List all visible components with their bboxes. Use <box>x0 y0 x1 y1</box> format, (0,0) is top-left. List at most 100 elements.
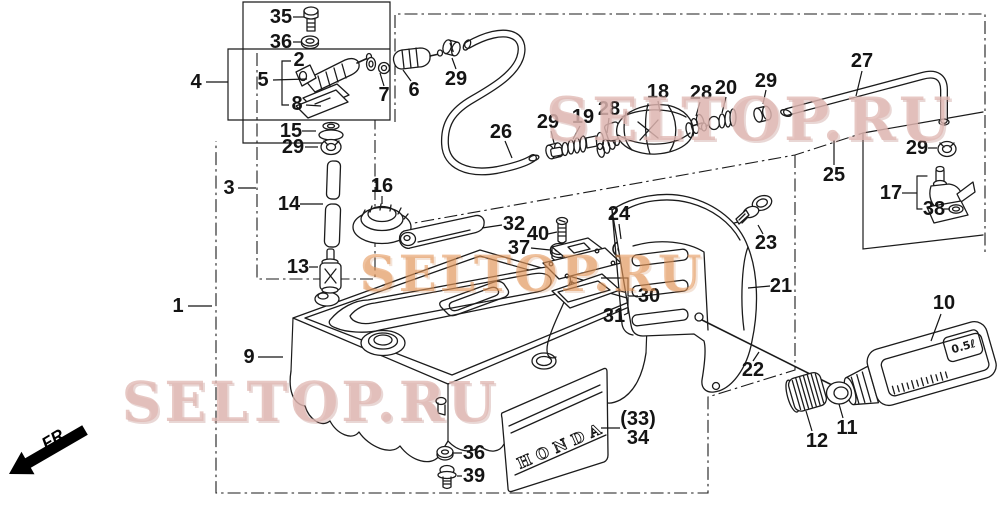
screw-40 <box>555 216 569 244</box>
part-label-37: 37 <box>508 237 530 259</box>
part-label-29: 29 <box>537 111 559 133</box>
bolt-35 <box>303 6 319 16</box>
leader-line-27 <box>855 70 863 97</box>
joint-body-5 <box>304 57 360 93</box>
leader-line-30 <box>601 277 638 297</box>
part-label-9: 9 <box>243 346 254 368</box>
part-label-34: 34 <box>627 427 650 449</box>
leader-line-28 <box>695 101 701 117</box>
part-label-38: 38 <box>923 198 945 220</box>
leader-line-37 <box>530 247 551 251</box>
fuel-joint-assembly <box>295 6 391 119</box>
leader-line-21 <box>747 285 771 289</box>
leader-line-40 <box>547 231 558 235</box>
screw-23 <box>735 194 773 225</box>
part-label-11: 11 <box>836 417 857 439</box>
filler-cap-16 <box>352 203 412 245</box>
leader-line-31 <box>623 297 629 316</box>
part-label-23: 23 <box>755 232 777 254</box>
part-label-12: 12 <box>806 430 828 452</box>
part-label-19: 19 <box>572 106 594 128</box>
part-label-(33): (33) <box>620 408 656 430</box>
part-label-36: 36 <box>463 442 485 464</box>
part-label-32: 32 <box>503 213 525 235</box>
bolt-39 <box>437 464 457 490</box>
o-ring-38 <box>948 204 964 214</box>
primer-bulb-18 <box>604 103 703 155</box>
leader-line-5 <box>272 78 308 81</box>
leader-line-29 <box>550 130 555 144</box>
leader-line-19 <box>572 125 581 140</box>
watermark-text: SELTOP.RU <box>546 85 955 155</box>
watermark-text: SELTOP.RU <box>360 244 705 303</box>
part-label-29: 29 <box>755 70 777 92</box>
part-label-25: 25 <box>823 164 845 186</box>
nut-36b <box>436 445 454 461</box>
part-label-29: 29 <box>282 136 304 158</box>
bottle-ring-11 <box>825 381 853 405</box>
part-label-14: 14 <box>278 193 301 215</box>
part-label-22: 22 <box>742 359 764 381</box>
part-label-36: 36 <box>270 31 292 53</box>
leader-line-10 <box>930 313 942 342</box>
leader-line-20 <box>721 96 727 114</box>
connector-19 <box>550 131 605 158</box>
leader-line-2 <box>281 60 291 106</box>
leader-line-12 <box>805 410 813 432</box>
washer-7 <box>365 56 377 72</box>
leader-line-24 <box>618 223 622 240</box>
part-label-26: 26 <box>490 121 512 143</box>
part-label-30: 30 <box>638 285 660 307</box>
part-label-13: 13 <box>287 256 309 278</box>
part-label-21: 21 <box>770 275 792 297</box>
part-label-16: 16 <box>371 175 393 197</box>
hose-clip-29e <box>320 138 342 156</box>
part-label-24: 24 <box>608 203 631 225</box>
hose-clip-29a <box>442 39 461 57</box>
connector-20 <box>700 108 737 132</box>
part-label-15: 15 <box>280 120 302 142</box>
leader-line-23 <box>757 224 764 235</box>
part-label-4: 4 <box>190 71 202 93</box>
grommet-15 <box>318 121 344 141</box>
leader-line-22 <box>752 351 760 362</box>
spring-28b <box>685 113 705 139</box>
part-label-28: 28 <box>598 98 620 120</box>
leader-line-32 <box>481 224 503 229</box>
part-label-20: 20 <box>715 77 737 99</box>
part-label-1: 1 <box>172 295 183 317</box>
part-label-10: 10 <box>933 292 955 314</box>
part-label-2: 2 <box>293 49 304 71</box>
tank-sender-opening <box>439 280 510 317</box>
part-label-7: 7 <box>378 84 389 106</box>
measuring-bottle-10: 0.5ℓ <box>843 320 997 407</box>
strainer-13 <box>319 248 342 294</box>
part-label-40: 40 <box>527 223 549 245</box>
part-label-39: 39 <box>463 465 485 487</box>
part-label-29: 29 <box>906 137 928 159</box>
part-label-8: 8 <box>291 93 302 115</box>
bottle-cap-12 <box>785 371 828 413</box>
leader-line-26 <box>504 140 513 159</box>
leader-line-7 <box>379 72 385 87</box>
hose-clip-29c <box>753 105 772 123</box>
float-ring <box>531 352 557 370</box>
meter-gasket-31 <box>551 273 621 309</box>
gasket-8 <box>295 89 349 119</box>
leader-line-6 <box>402 69 412 82</box>
leader-line-29 <box>451 57 457 70</box>
fuel-hose-27 <box>780 70 950 126</box>
fr-direction-arrow: FR. <box>9 423 88 475</box>
honda-label-plate: HONDA <box>500 367 610 493</box>
part-label-5: 5 <box>257 69 268 91</box>
meter-cover-21 <box>611 193 758 393</box>
part-label-31: 31 <box>603 305 625 327</box>
leader-line-28 <box>606 117 610 134</box>
part-label-6: 6 <box>408 79 419 101</box>
leader-line-18 <box>657 100 661 113</box>
part-label-35: 35 <box>270 6 292 28</box>
